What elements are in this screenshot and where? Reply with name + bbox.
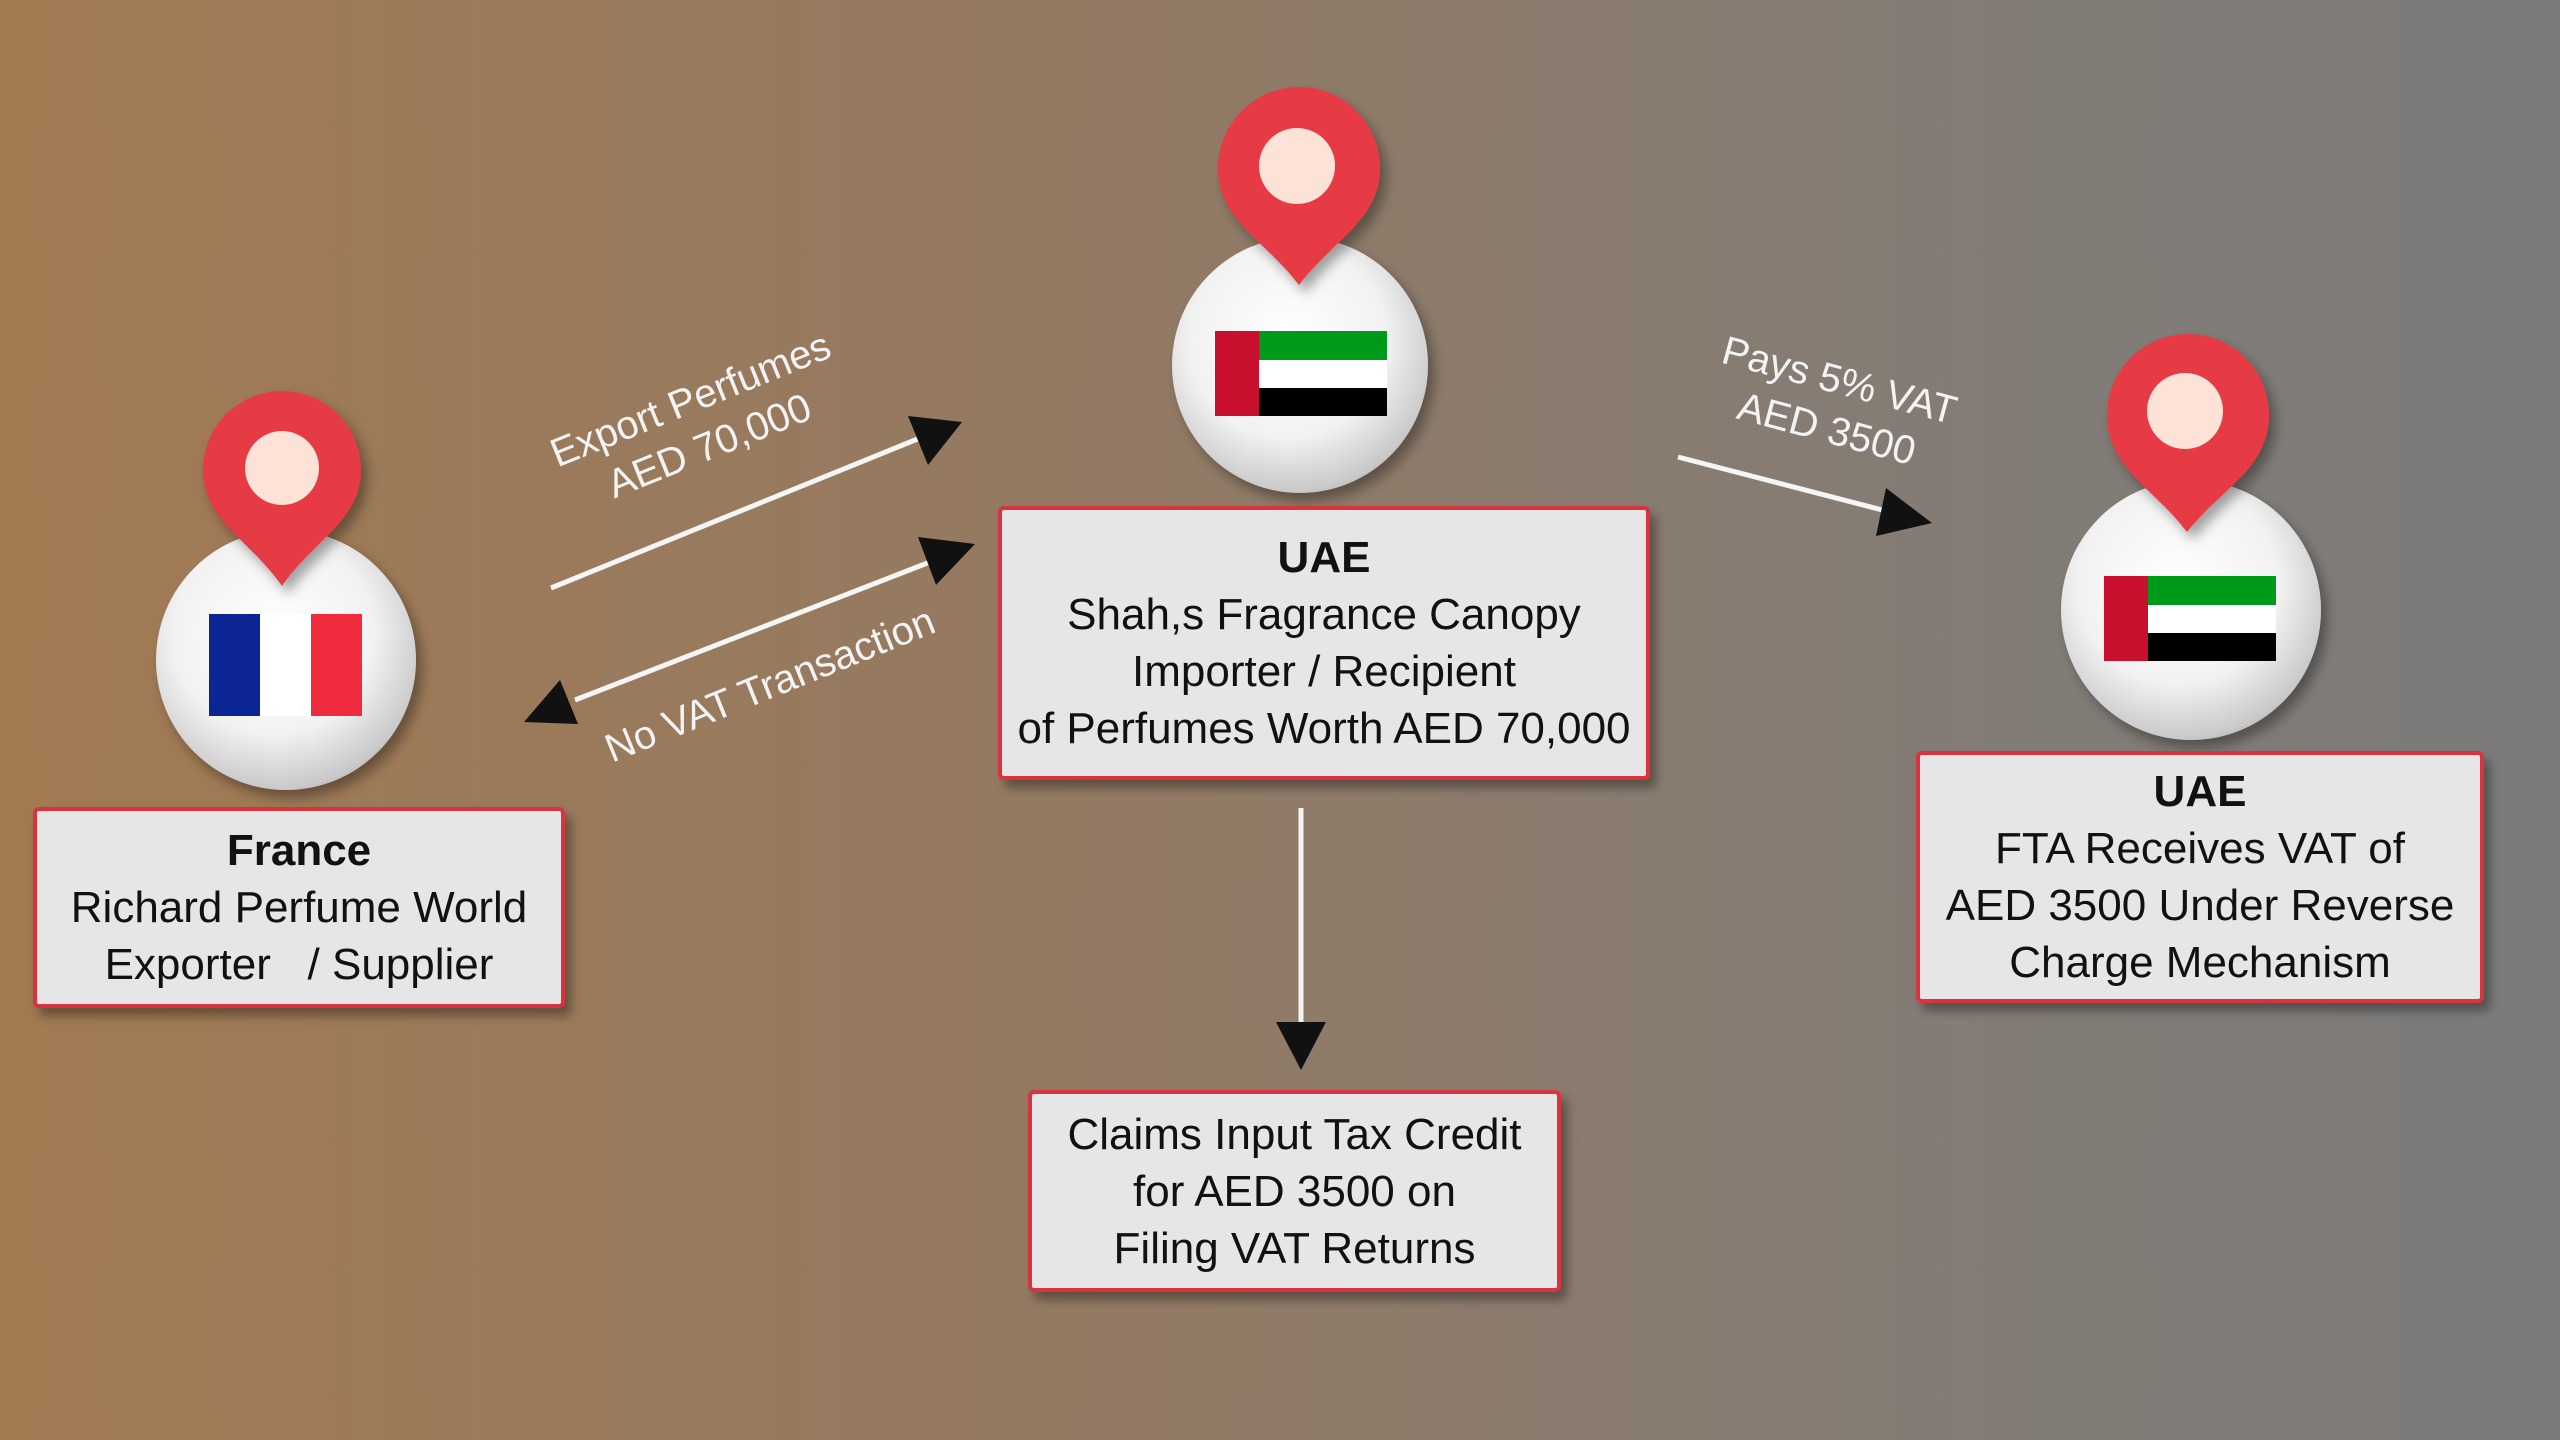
credit-node-line1: Claims Input Tax Credit [1067, 1109, 1522, 1159]
credit-node-line2: for AED 3500 on [1133, 1166, 1456, 1216]
arrow-no-vat [524, 537, 975, 724]
location-pin-icon [203, 391, 361, 586]
arrow-export [550, 416, 962, 591]
importer-node-box: UAE Shah,s Fragrance Canopy Importer / R… [998, 506, 1650, 780]
importer-node-line3: of Perfumes Worth AED 70,000 [1017, 704, 1631, 753]
france-flag-icon [209, 614, 362, 716]
location-pin-icon [1218, 87, 1380, 285]
fta-node-line1: FTA Receives VAT of [1995, 824, 2405, 873]
fta-node-box: UAE FTA Receives VAT of AED 3500 Under R… [1916, 751, 2484, 1003]
uae-flag-icon [2104, 576, 2276, 661]
france-flag-pin-icon [156, 391, 416, 790]
fta-node-line3: Charge Mechanism [2009, 938, 2391, 987]
uae-flag-pin-icon-fta [2061, 334, 2321, 740]
location-pin-icon [2107, 334, 2269, 532]
france-node-line2: Exporter / Supplier [104, 940, 494, 989]
arrow-pays-vat [1677, 454, 1932, 536]
importer-node-title: UAE [1277, 533, 1371, 582]
arrow-claims-credit [1276, 808, 1326, 1070]
importer-node-line1: Shah,s Fragrance Canopy [1067, 590, 1581, 639]
importer-node-line2: Importer / Recipient [1132, 647, 1516, 696]
uae-flag-pin-icon-importer [1172, 87, 1428, 493]
france-node-line1: Richard Perfume World [70, 883, 528, 932]
uae-flag-icon [1215, 331, 1387, 416]
fta-node-line2: AED 3500 Under Reverse [1945, 881, 2455, 930]
credit-node-box: Claims Input Tax Credit for AED 3500 on … [1028, 1090, 1561, 1292]
france-node-title: France [226, 826, 372, 875]
france-node-box: France Richard Perfume World Exporter / … [33, 807, 565, 1008]
fta-node-title: UAE [2153, 767, 2247, 816]
credit-node-line3: Filing VAT Returns [1113, 1223, 1476, 1273]
